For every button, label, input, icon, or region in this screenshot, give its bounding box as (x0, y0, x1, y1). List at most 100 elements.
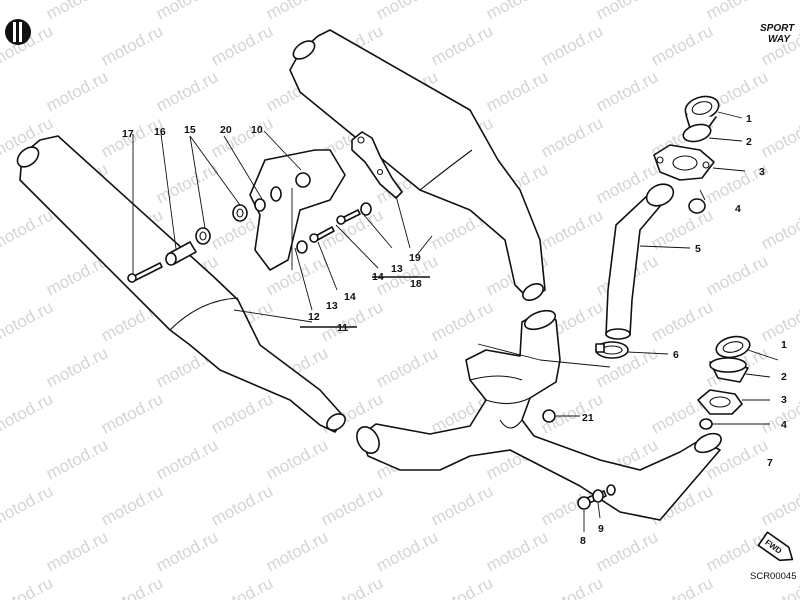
watermark-text: motod.ru (538, 205, 606, 253)
callout-11: 11 (337, 322, 348, 334)
watermark-text: motod.ru (208, 113, 276, 161)
callout-14-upper: 14 (372, 271, 384, 283)
callout-7: 7 (767, 457, 773, 469)
watermark-text: motod.ru (43, 67, 111, 115)
gasket-ring-lower (715, 335, 751, 359)
watermark-text: motod.ru (318, 481, 386, 529)
callout-9: 9 (598, 523, 604, 535)
callout-3-lower: 3 (781, 394, 787, 406)
collar-lower (709, 357, 749, 383)
watermark-text: motod.ru (263, 527, 331, 575)
nut-4-upper (688, 198, 706, 214)
watermark-text: motod.ru (758, 389, 800, 437)
watermark-text: motod.ru (648, 21, 716, 69)
bolt-19 (336, 202, 372, 225)
watermark-text: motod.ru (758, 297, 800, 345)
watermark-text: motod.ru (0, 527, 1, 575)
callout-1-lower: 1 (781, 339, 787, 351)
watermark-text: motod.ru (0, 205, 56, 253)
callout-14-lower: 14 (344, 291, 356, 303)
flange-lower (697, 389, 743, 415)
brand-text: SPORT (760, 23, 795, 34)
watermark-text: motod.ru (538, 113, 606, 161)
bolt-17 (127, 262, 163, 283)
watermark-text: motod.ru (0, 389, 56, 437)
watermark-text: motod.ru (758, 113, 800, 161)
fwd-badge: FWD (757, 531, 794, 562)
watermark-text: motod.ru (593, 0, 661, 24)
callout-20: 20 (220, 124, 232, 136)
watermark-text: motod.ru (153, 67, 221, 115)
header-pipe-upper (605, 183, 675, 340)
nut-4-lower (699, 418, 713, 430)
collector-pipe (356, 309, 722, 521)
bolt-13 (309, 226, 335, 243)
watermark-text: motod.ru (43, 527, 111, 575)
watermark-text: motod.ru (0, 67, 1, 115)
watermark-text: motod.ru (0, 159, 1, 207)
watermark-text: motod.ru (483, 0, 551, 24)
watermark-text: motod.ru (0, 297, 56, 345)
corner-logo (5, 19, 31, 45)
watermark-text: motod.ru (373, 527, 441, 575)
grommet-15a (195, 227, 211, 245)
watermark-text: motod.ru (648, 573, 716, 600)
watermark-text: motod.ru (98, 481, 166, 529)
watermark-text: motod.ru (648, 297, 716, 345)
brand-subtext: WAY (768, 34, 791, 45)
callout-16: 16 (154, 126, 166, 138)
watermark-text: motod.ru (0, 343, 1, 391)
watermark-text: motod.ru (0, 0, 1, 24)
brand-mark: SPORT WAY (760, 23, 795, 45)
callout-1-upper: 1 (746, 113, 752, 125)
callout-2-upper: 2 (746, 136, 752, 148)
watermark-text: motod.ru (483, 67, 551, 115)
watermark-text: motod.ru (263, 0, 331, 24)
watermark-text: motod.ru (263, 435, 331, 483)
callout-17: 17 (122, 128, 134, 140)
watermark-text: motod.ru (153, 159, 221, 207)
callout-18: 18 (410, 278, 422, 290)
watermark-text: motod.ru (98, 389, 166, 437)
watermark-text: motod.ru (703, 527, 771, 575)
drawing-code: SCR00045 (750, 571, 796, 582)
callout-8: 8 (580, 535, 586, 547)
callout-5: 5 (695, 243, 701, 255)
watermark-text: motod.ru (593, 67, 661, 115)
watermark-text: motod.ru (208, 481, 276, 529)
gasket-ring-upper (684, 95, 720, 129)
callout-19: 19 (409, 252, 421, 264)
watermark-text: motod.ru (318, 573, 386, 600)
watermark-text: motod.ru (153, 527, 221, 575)
watermark-text: motod.ru (0, 435, 1, 483)
watermark-text: motod.ru (43, 343, 111, 391)
plug-21 (542, 409, 556, 423)
watermark-text: motod.ru (538, 573, 606, 600)
watermark-text: motod.ru (373, 343, 441, 391)
watermark-text: motod.ru (758, 205, 800, 253)
watermark-text: motod.ru (0, 573, 56, 600)
callout-4-upper: 4 (735, 203, 741, 215)
watermark-text: motod.ru (758, 481, 800, 529)
watermark-text: motod.ru (428, 573, 496, 600)
callout-13-lower: 13 (326, 300, 338, 312)
collar-upper (682, 123, 712, 143)
watermark-text: motod.ru (0, 251, 1, 299)
leader-lines (132, 111, 779, 532)
watermark-text: motod.ru (153, 0, 221, 24)
watermark-text: motod.ru (0, 481, 56, 529)
watermark-text: motod.ru (43, 0, 111, 24)
callout-21: 21 (582, 412, 594, 424)
callout-2-lower: 2 (781, 371, 787, 383)
watermark-text: motod.ru (208, 389, 276, 437)
washer-9 (592, 484, 616, 503)
callouts: 1 2 3 4 5 1 2 3 4 6 7 8 9 10 11 12 13 14… (122, 113, 787, 547)
lower-muffler (16, 135, 346, 433)
lower-mount-bracket (249, 149, 346, 271)
callout-6: 6 (673, 349, 679, 361)
watermark-text: motod.ru (208, 21, 276, 69)
watermark-text: motod.ru (703, 0, 771, 24)
washer-20 (254, 186, 282, 212)
watermark-text: motod.ru (703, 251, 771, 299)
